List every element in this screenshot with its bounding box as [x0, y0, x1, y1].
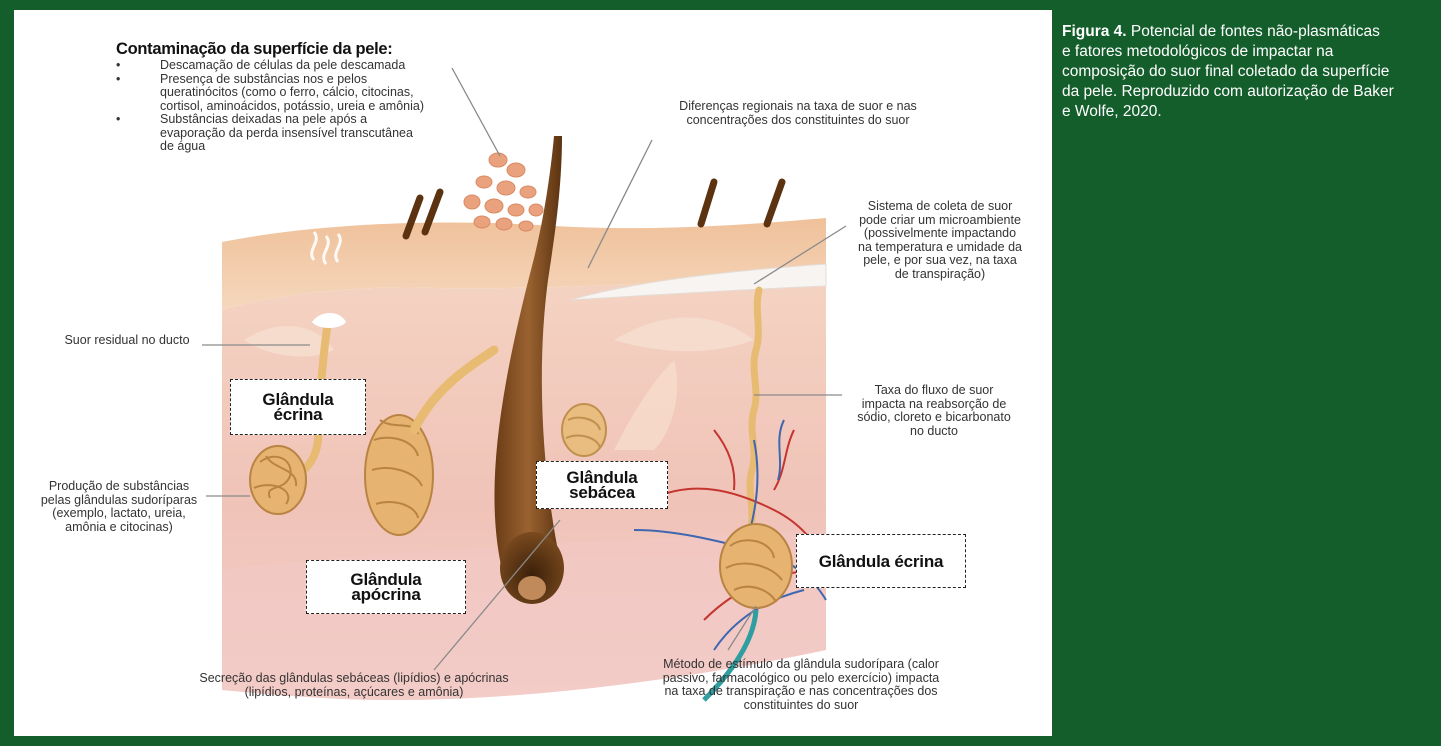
- label-collection-system: Sistema de coleta de suor pode criar um …: [840, 200, 1040, 281]
- dermal-papilla-bulb: [518, 576, 546, 600]
- label-line: Taxa do fluxo de suor: [846, 384, 1022, 398]
- caption-line: e Wolfe, 2020.: [1062, 102, 1434, 122]
- label-line: Secreção das glândulas sebáceas (lipídio…: [184, 672, 524, 686]
- label-line: no ducto: [846, 425, 1022, 439]
- eccrine-gland-left: [250, 446, 306, 514]
- surface-hair: [701, 182, 714, 224]
- contamination-title: Contaminação da superfície da pele:: [116, 40, 476, 59]
- label-line: (possivelmente impactando: [840, 227, 1040, 241]
- label-line: Sistema de coleta de suor: [840, 200, 1040, 214]
- box-apocrine-gland: Glândula apócrina: [306, 560, 466, 614]
- eccrine-gland-right: [720, 524, 792, 608]
- bullet-dot: •: [116, 113, 120, 127]
- label-glandular-secretion: Secreção das glândulas sebáceas (lipídio…: [184, 672, 524, 699]
- label-residual-sweat: Suor residual no ducto: [48, 334, 206, 348]
- label-line: (lipídios, proteínas, açúcares e amônia): [184, 686, 524, 700]
- label-line: Diferenças regionais na taxa de suor e n…: [648, 100, 948, 114]
- label-line: na temperatura e umidade da: [840, 241, 1040, 255]
- caption-line: da pele. Reproduzido com autorização de …: [1062, 82, 1434, 102]
- label-line: concentrações dos constituintes do suor: [648, 114, 948, 128]
- figure-panel: Contaminação da superfície da pele: • De…: [14, 10, 1052, 736]
- bullet-line: evaporação da perda insensível transcutâ…: [160, 127, 476, 141]
- label-line: sódio, cloreto e bicarbonato: [846, 411, 1022, 425]
- apocrine-gland: [365, 415, 433, 535]
- label-regional-differences: Diferenças regionais na taxa de suor e n…: [648, 100, 948, 127]
- contamination-bullet: • Substâncias deixadas na pele após a ev…: [116, 113, 476, 154]
- caption-line: e fatores metodológicos de impactar na: [1062, 42, 1434, 62]
- bullet-line: de água: [160, 140, 476, 154]
- bullet-line: Descamação de células da pele descamada: [160, 59, 476, 73]
- caption-line: Potencial de fontes não-plasmáticas: [1131, 23, 1380, 40]
- sebaceous-gland: [562, 404, 606, 456]
- label-sweat-flow-rate: Taxa do fluxo de suor impacta na reabsor…: [846, 384, 1022, 438]
- box-line: Glândula écrina: [819, 554, 944, 569]
- bullet-line: queratinócitos (como o ferro, cálcio, ci…: [160, 86, 476, 100]
- label-substance-production: Produção de substâncias pelas glândulas …: [32, 480, 206, 534]
- contamination-bullet: • Presença de substâncias nos e pelos qu…: [116, 73, 476, 114]
- label-line: (exemplo, lactato, ureia,: [32, 507, 206, 521]
- box-line: apócrina: [351, 587, 420, 602]
- label-line: Método de estímulo da glândula sudorípar…: [646, 658, 956, 672]
- label-line: pele, e por sua vez, na taxa: [840, 254, 1040, 268]
- box-sebaceous-gland: Glândula sebácea: [536, 461, 668, 509]
- label-line: impacta na reabsorção de: [846, 398, 1022, 412]
- box-eccrine-gland-left: Glândula écrina: [230, 379, 366, 435]
- figure-caption: Figura 4. Potencial de fontes não-plasmá…: [1062, 22, 1434, 122]
- contamination-block: Contaminação da superfície da pele: • De…: [116, 40, 476, 154]
- label-stimulus-method: Método de estímulo da glândula sudorípar…: [646, 658, 956, 712]
- caption-line: composição do suor final coletado da sup…: [1062, 62, 1434, 82]
- desquamated-cells: [464, 153, 543, 231]
- label-line: pode criar um microambiente: [840, 214, 1040, 228]
- box-line: sebácea: [569, 485, 635, 500]
- box-eccrine-gland-right: Glândula écrina: [796, 534, 966, 588]
- label-line: amônia e citocinas): [32, 521, 206, 535]
- box-line: écrina: [274, 407, 323, 422]
- bullet-dot: •: [116, 59, 120, 73]
- label-line: pelas glândulas sudoríparas: [32, 494, 206, 508]
- contamination-bullet: • Descamação de células da pele descamad…: [116, 59, 476, 73]
- label-line: passivo, farmacológico ou pelo exercício…: [646, 672, 956, 686]
- bullet-line: cortisol, aminoácidos, potássio, ureia e…: [160, 100, 476, 114]
- bullet-dot: •: [116, 73, 120, 87]
- label-line: de transpiração): [840, 268, 1040, 282]
- surface-hair: [767, 182, 782, 224]
- caption-lead: Figura 4.: [1062, 23, 1127, 40]
- label-line: Suor residual no ducto: [48, 334, 206, 348]
- label-line: constituintes do suor: [646, 699, 956, 713]
- label-line: Produção de substâncias: [32, 480, 206, 494]
- bullet-line: Substâncias deixadas na pele após a: [160, 113, 476, 127]
- bullet-line: Presença de substâncias nos e pelos: [160, 73, 476, 87]
- label-line: na taxa de transpiração e nas concentraç…: [646, 685, 956, 699]
